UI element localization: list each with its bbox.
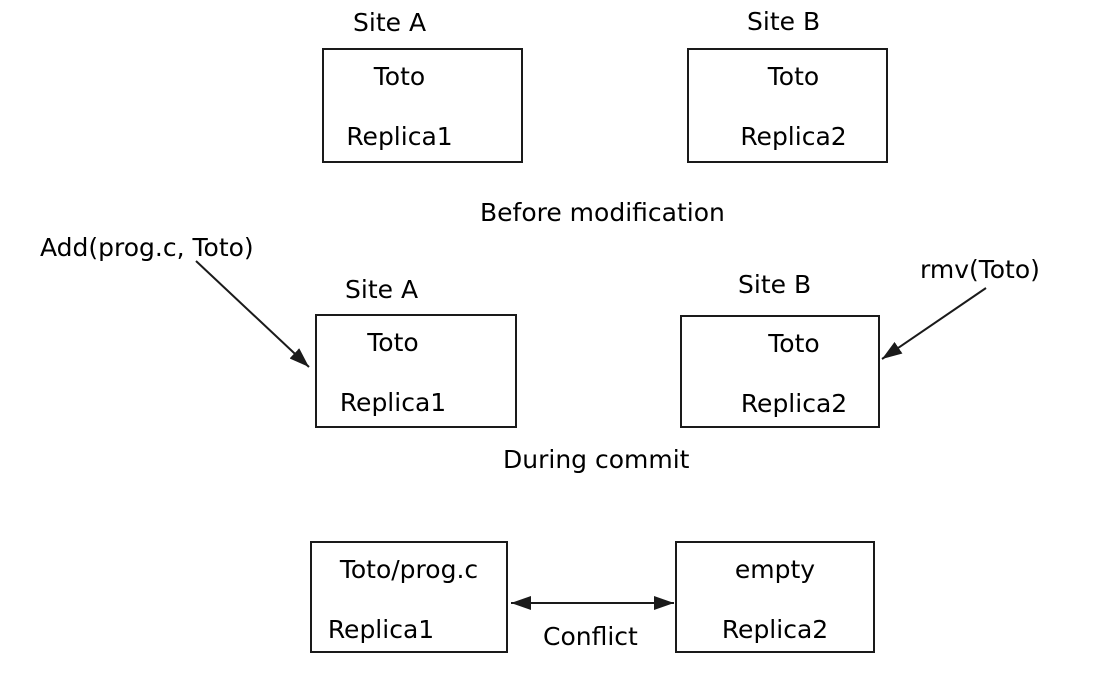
conflict-label: Conflict [543,622,638,651]
site-b-title-before: Site B [747,7,821,36]
site-a-title-before: Site A [353,8,427,37]
file-label: empty [734,555,816,584]
replica-label: Replica1 [339,388,447,417]
rmv-operation-arrow [881,287,987,360]
rmv-operation-label: rmv(Toto) [920,255,1040,284]
replica-label: Replica2 [740,389,848,418]
site-b-replica-box-during: Toto Replica2 [680,315,880,428]
add-operation-arrow [195,260,310,368]
add-operation-label: Add(prog.c, Toto) [40,233,254,262]
file-label: Toto [367,328,419,357]
before-modification-caption: Before modification [480,198,725,227]
file-label: Toto/prog.c [339,555,479,584]
replica-label: Replica1 [346,122,453,151]
file-label: Toto [373,62,426,91]
site-a-replica-box-before: Toto Replica1 [322,48,523,163]
site-b-title-during: Site B [738,270,812,299]
file-label: Toto [767,62,820,91]
replica-label: Replica2 [740,122,847,151]
site-a-title-during: Site A [345,275,419,304]
replica-label: Replica2 [721,615,829,644]
file-label: Toto [768,329,820,358]
replica1-result-box: Toto/prog.c Replica1 [310,541,508,653]
site-b-replica-box-before: Toto Replica2 [687,48,888,163]
replica2-result-box: empty Replica2 [675,541,875,653]
site-a-replica-box-during: Toto Replica1 [315,314,517,428]
replica-label: Replica1 [327,615,435,644]
during-commit-caption: During commit [503,445,690,474]
